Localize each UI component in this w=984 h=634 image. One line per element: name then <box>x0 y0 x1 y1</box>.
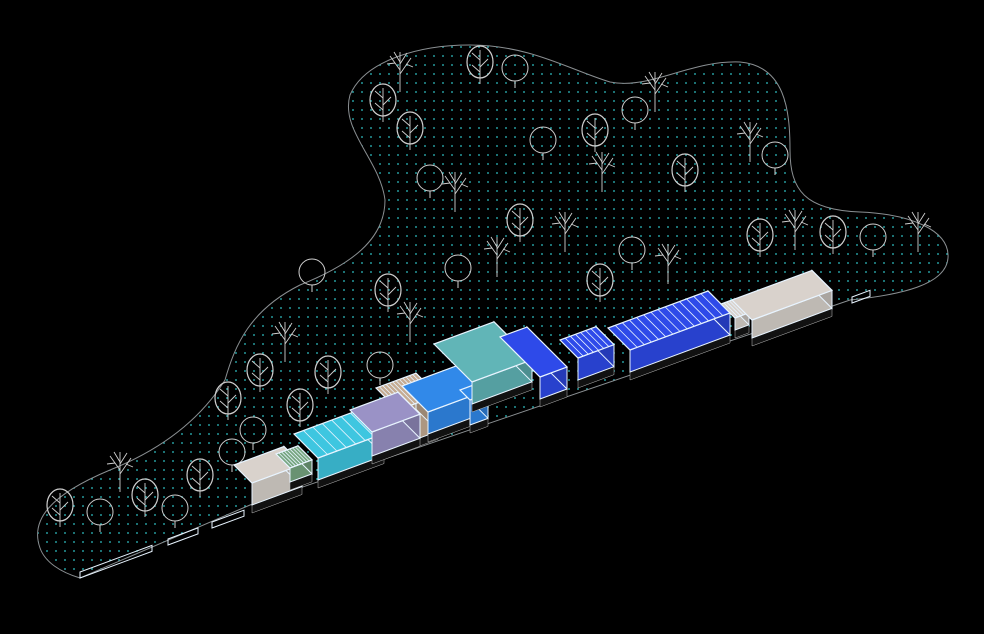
roof <box>558 325 616 359</box>
deciduous-tree-icon <box>466 45 494 84</box>
landscape-benches <box>79 289 871 579</box>
bare-tree-icon <box>396 301 424 342</box>
bare-tree-icon <box>441 171 469 212</box>
round-tree-icon <box>416 164 444 198</box>
round-tree-icon <box>218 438 246 472</box>
grey-volume-east <box>730 269 834 347</box>
roof <box>498 326 569 378</box>
bare-tree-icon <box>551 211 579 252</box>
bare-tree-icon <box>736 121 764 162</box>
bare-tree-icon <box>781 209 809 250</box>
bare-tree-icon <box>588 151 616 192</box>
bare-tree-icon <box>483 236 511 277</box>
bare-tree-icon <box>654 243 682 284</box>
round-tree-icon <box>618 236 646 270</box>
deciduous-tree-icon <box>819 215 847 254</box>
bench-block <box>167 527 199 546</box>
deciduous-tree-icon <box>131 478 159 517</box>
deciduous-tree-icon <box>506 203 534 242</box>
deciduous-tree-icon <box>46 488 74 527</box>
round-tree-icon <box>761 141 789 175</box>
round-tree-icon <box>239 416 267 450</box>
round-tree-icon <box>161 494 189 528</box>
round-tree-icon <box>298 258 326 292</box>
bare-tree-icon <box>386 51 414 92</box>
site-boundary <box>37 44 949 579</box>
royal-blue-hall <box>606 289 732 381</box>
deciduous-tree-icon <box>369 83 397 122</box>
roof <box>730 269 834 321</box>
bare-tree-icon <box>106 451 134 492</box>
bench-block <box>79 544 153 579</box>
royal-blue-tower <box>498 325 569 408</box>
trees-group <box>46 45 932 532</box>
round-tree-icon <box>859 223 887 257</box>
round-tree-icon <box>501 54 529 88</box>
deciduous-tree-icon <box>214 381 242 420</box>
royal-blue-link <box>558 325 616 389</box>
deciduous-tree-icon <box>246 353 274 392</box>
deciduous-tree-icon <box>671 153 699 192</box>
roof <box>348 391 422 433</box>
purple-volume <box>348 391 422 465</box>
bench-block <box>851 289 871 304</box>
round-tree-icon <box>86 498 114 532</box>
bare-tree-icon <box>271 321 299 362</box>
deciduous-tree-icon <box>746 218 774 257</box>
deciduous-tree-icon <box>586 263 614 302</box>
deciduous-tree-icon <box>314 355 342 394</box>
deciduous-tree-icon <box>396 111 424 150</box>
round-tree-icon <box>529 126 557 160</box>
bare-tree-icon <box>904 211 932 252</box>
round-tree-icon <box>366 351 394 385</box>
deciduous-tree-icon <box>186 458 214 497</box>
bench-block <box>211 509 245 529</box>
green-volume <box>274 444 314 491</box>
bare-tree-icon <box>641 71 669 112</box>
round-tree-icon <box>621 96 649 130</box>
buildings-group <box>232 269 834 514</box>
deciduous-tree-icon <box>374 273 402 312</box>
deciduous-tree-icon <box>581 113 609 152</box>
round-tree-icon <box>444 254 472 288</box>
deciduous-tree-icon <box>286 388 314 427</box>
